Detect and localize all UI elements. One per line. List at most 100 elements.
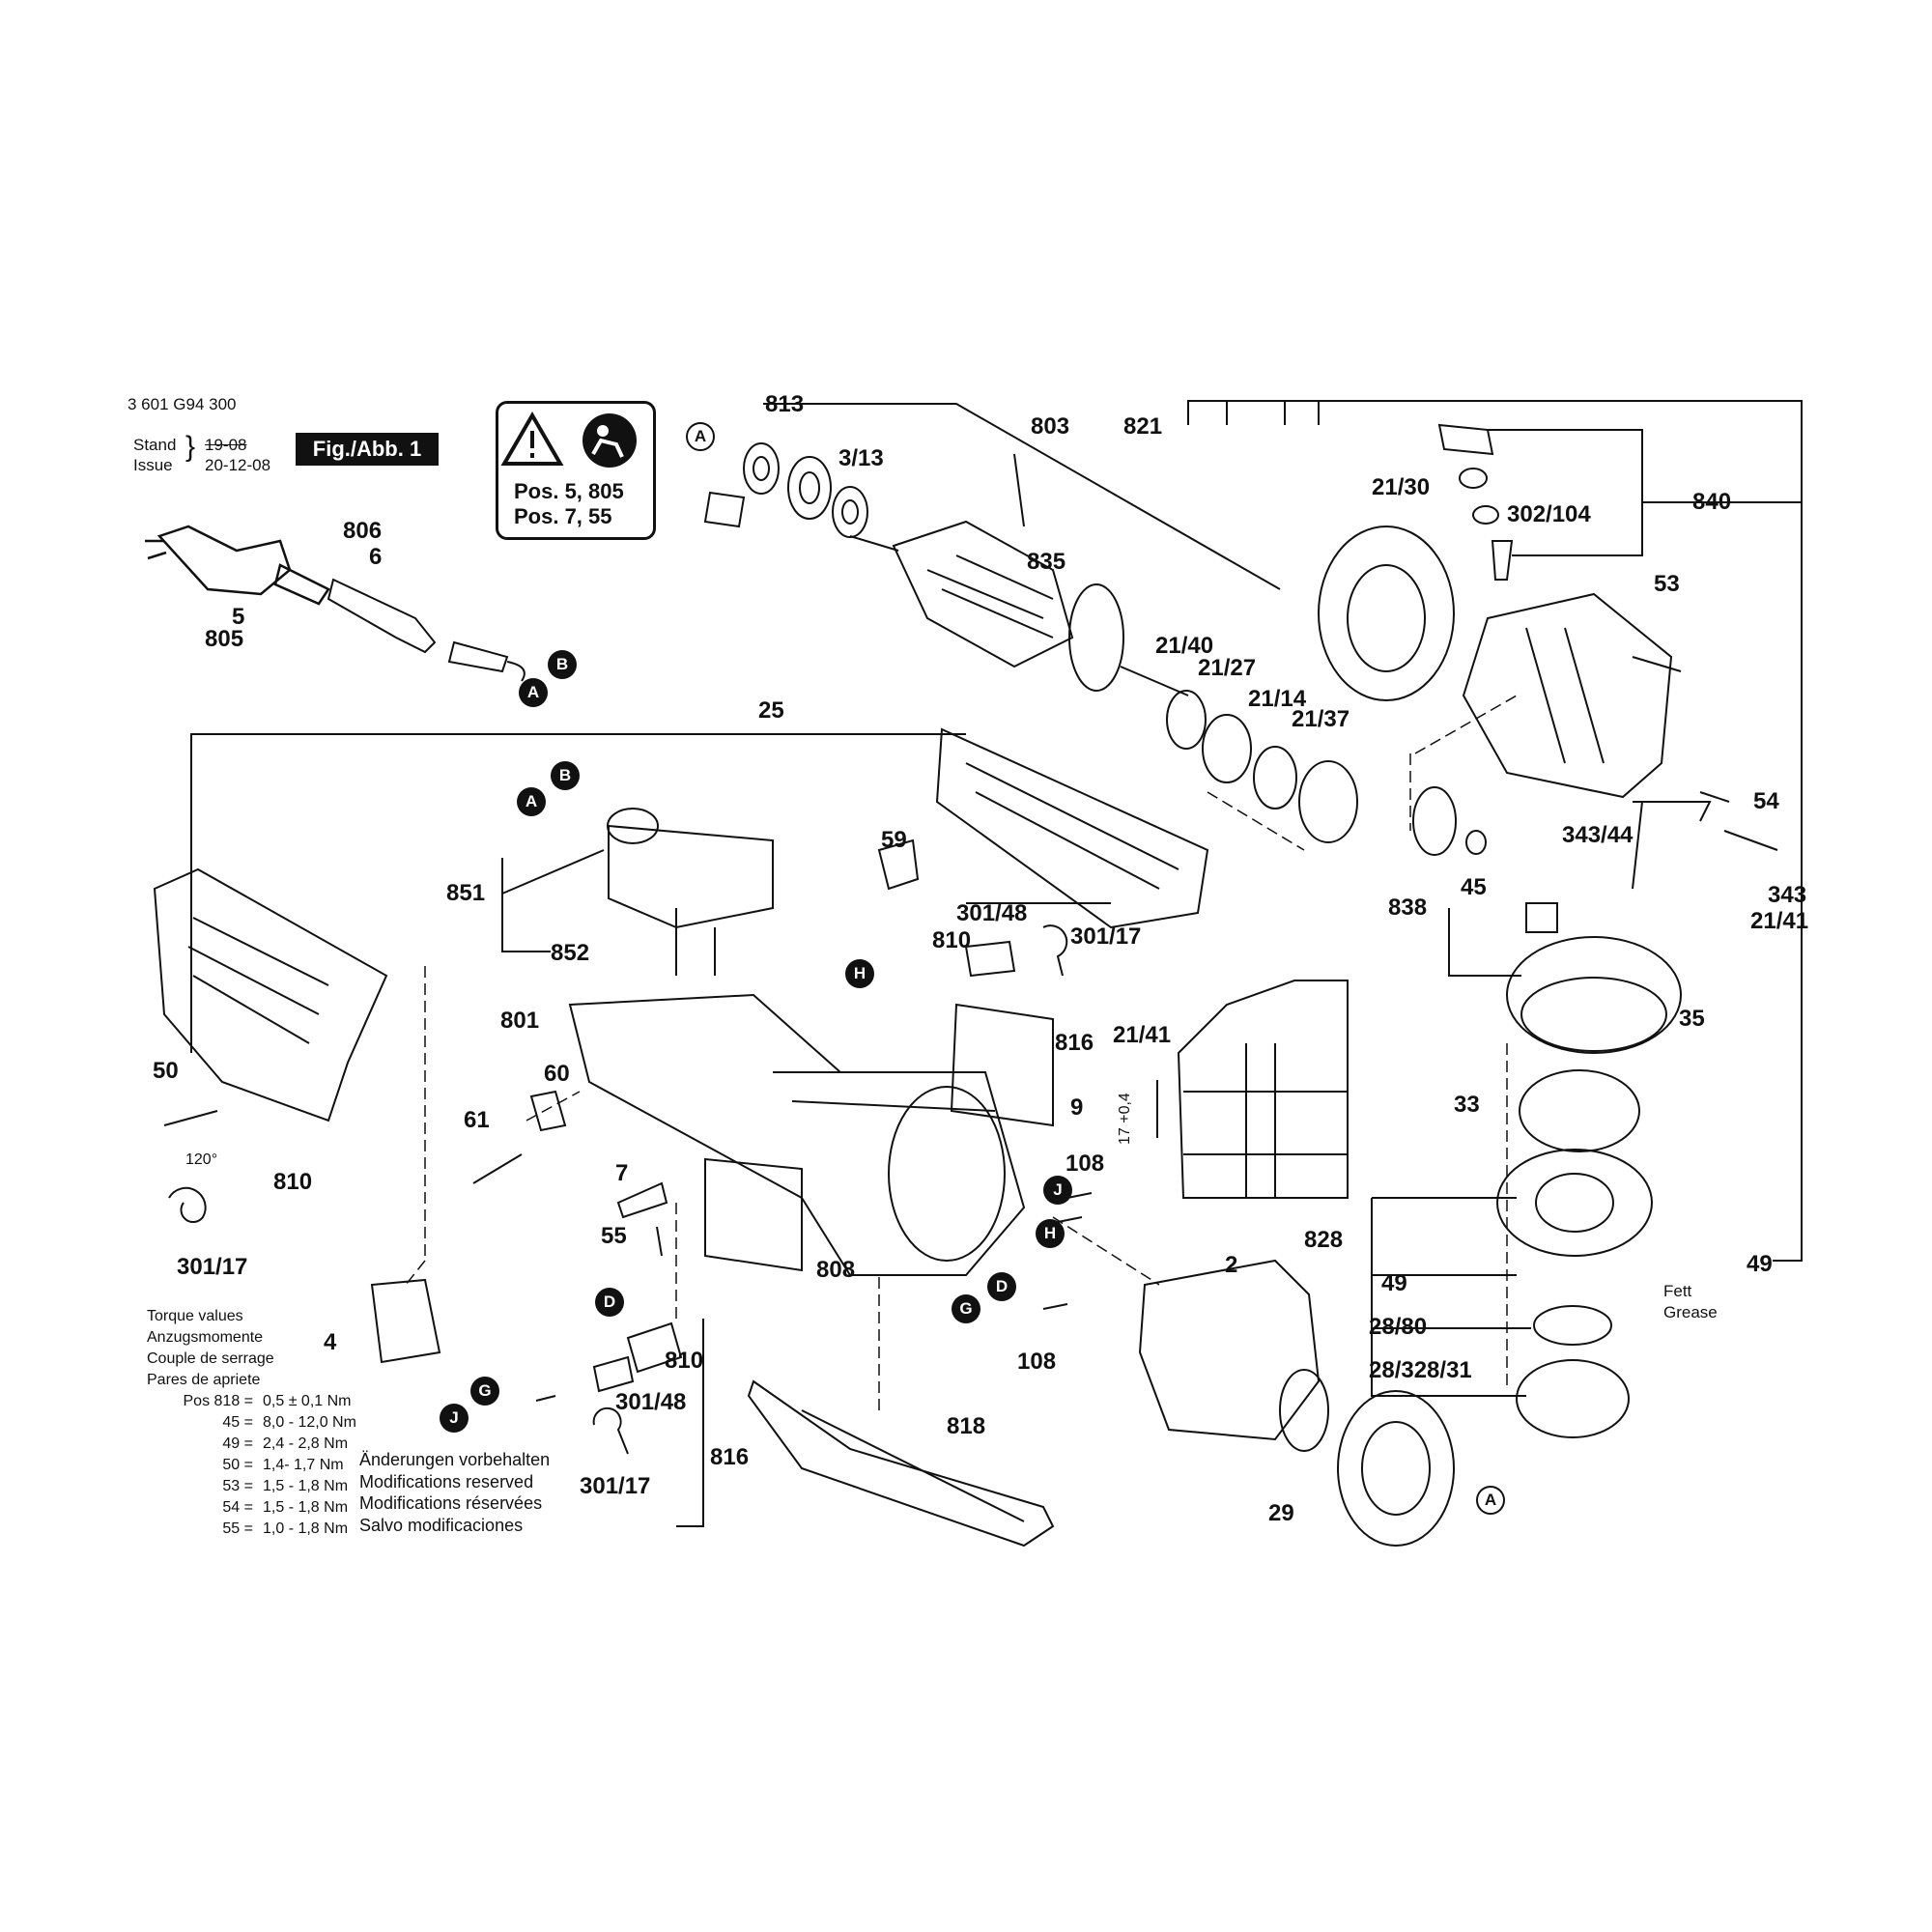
brace-glyph: }: [185, 431, 196, 463]
modifications-es: Salvo modificaciones: [359, 1515, 524, 1535]
connector-g-2: G: [470, 1377, 499, 1406]
part-label-2: 2: [1225, 1252, 1238, 1278]
part-label-21-27: 21/27: [1198, 655, 1257, 681]
part-label-301-48-a: 301/48: [956, 900, 1028, 926]
screw-53: [1632, 656, 1682, 672]
part-label-60: 60: [544, 1061, 570, 1087]
handle-part: [935, 727, 1209, 929]
stand-date: 19-08: [205, 436, 247, 454]
modifications-de: Änderungen vorbehalten: [359, 1450, 551, 1469]
section-detail: [1177, 980, 1349, 1199]
part-label-301-48-b: 301/48: [615, 1389, 687, 1415]
screw-301-48: [535, 1395, 556, 1402]
part-label-35: 35: [1679, 1006, 1705, 1032]
part-label-21-41-b: 21/41: [1113, 1022, 1172, 1048]
connector-j-1: J: [1043, 1176, 1072, 1205]
part-label-343: 343: [1768, 882, 1807, 908]
stator-2: [1138, 1259, 1321, 1441]
connector-a-1: A: [686, 422, 715, 451]
screw-54: [1723, 830, 1778, 851]
part-label-28-80: 28/80: [1369, 1314, 1428, 1340]
part-label-6: 6: [369, 544, 383, 570]
part-label-816-a: 816: [1055, 1030, 1094, 1056]
leader-821: [1187, 400, 1803, 1262]
lock-button-part: [1437, 423, 1494, 456]
part-label-343-44: 343/44: [1562, 822, 1634, 848]
part-label-21-41-a: 21/41: [1750, 908, 1809, 934]
leader-851-b: [501, 849, 605, 895]
part-label-21-14: 21/14: [1248, 686, 1307, 712]
part-label-810-b: 810: [273, 1169, 313, 1195]
leader-838: [1448, 908, 1521, 977]
part-label-851: 851: [446, 880, 486, 906]
part-label-816-b: 816: [710, 1444, 750, 1470]
part-label-801: 801: [500, 1008, 540, 1034]
spring-part: [703, 491, 746, 528]
part-label-810-a: 810: [932, 927, 972, 953]
torque-title-fr: Couple de serrage: [147, 1350, 274, 1367]
insulation-808: [704, 1157, 803, 1272]
ring-21-27: [1202, 714, 1252, 783]
connector-b-1: B: [548, 650, 577, 679]
spring-810-b: [168, 1186, 207, 1223]
gear-housing-part: [1462, 592, 1673, 799]
part-label-21-30: 21/30: [1372, 474, 1431, 500]
warning-box: Pos. 5, 805 Pos. 7, 55: [496, 401, 656, 540]
torque-row: 45 =8,0 - 12,0 Nm: [222, 1414, 356, 1431]
armature-part: [849, 520, 1189, 696]
cover-29: [1337, 1390, 1455, 1547]
flange-828: [1496, 1149, 1653, 1257]
torque-title-es: Pares de apriete: [147, 1372, 261, 1388]
plug-part: [145, 525, 330, 606]
cord-part: [447, 640, 526, 682]
leader-816b: [676, 1319, 704, 1527]
connector-a-4: A: [1476, 1486, 1505, 1515]
torque-row: 50 =1,4- 1,7 Nm: [222, 1457, 344, 1473]
connector-h-1: H: [845, 959, 874, 988]
connector-b-2: B: [551, 761, 580, 790]
clip-301-17: [592, 1406, 629, 1455]
clip-60: [529, 1090, 567, 1132]
motor-housing-801: [568, 993, 1026, 1276]
pinion-838: [1412, 786, 1457, 856]
brush-810: [964, 940, 1016, 978]
part-label-108-b: 108: [1017, 1349, 1057, 1375]
torque-title-en: Torque values: [147, 1308, 243, 1324]
plate-7: [616, 1181, 668, 1219]
connector-h-2: H: [1036, 1219, 1065, 1248]
part-label-813: 813: [765, 391, 805, 417]
insulation-9: [950, 1003, 1054, 1127]
bearing-21-37: [1298, 760, 1358, 843]
part-label-49-b: 49: [1747, 1251, 1773, 1277]
leader-828: [1371, 1198, 1526, 1397]
bearing-b-part: [832, 486, 868, 538]
torque-row: Pos 818 =0,5 ± 0,1 Nm: [183, 1393, 352, 1409]
leader-851: [501, 858, 551, 952]
o-ring-28-328: [1516, 1359, 1630, 1438]
grease-label: Grease: [1663, 1303, 1718, 1321]
brush-housing-25: [153, 867, 388, 1122]
connector-a-2: A: [519, 678, 548, 707]
torque-row: 53 =1,5 - 1,8 Nm: [222, 1478, 349, 1494]
modifications-fr: Modifications réservées: [359, 1493, 543, 1513]
dimension-label: 17 +0,4: [1117, 1093, 1133, 1145]
nut-45: [1465, 830, 1487, 855]
part-label-808: 808: [816, 1257, 856, 1283]
part-label-25: 25: [758, 697, 784, 724]
part-label-28-328-31: 28/328/31: [1369, 1357, 1472, 1383]
part-label-50: 50: [153, 1058, 179, 1084]
lever-343: [1632, 791, 1730, 890]
warning-line-1: Pos. 5, 805: [514, 479, 624, 503]
part-label-55: 55: [601, 1223, 627, 1249]
part-label-53: 53: [1654, 571, 1680, 597]
holder-816: [626, 1321, 683, 1374]
torque-table: Torque values Anzugsmomente Couple de se…: [147, 1306, 356, 1540]
part-label-3-13: 3/13: [838, 445, 884, 471]
part-label-301-17-a: 301/17: [1070, 923, 1142, 950]
part-label-810-c: 810: [665, 1348, 704, 1374]
document-number: 3 601 G94 300: [128, 395, 237, 413]
brush-810-c: [592, 1355, 635, 1393]
issue-label: Issue: [133, 456, 173, 474]
leader-25: [190, 733, 966, 1053]
part-label-806: 806: [343, 518, 383, 544]
